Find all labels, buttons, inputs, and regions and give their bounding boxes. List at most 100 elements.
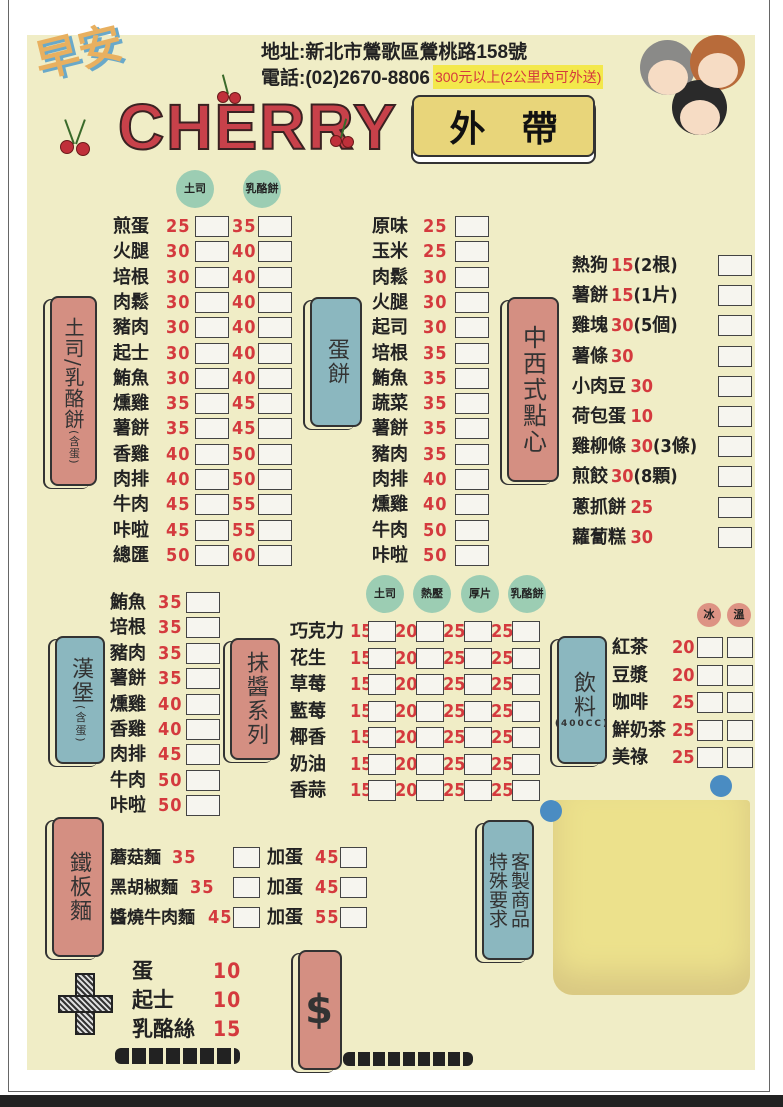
order-checkbox[interactable] (368, 621, 396, 642)
order-checkbox[interactable] (697, 692, 723, 713)
order-checkbox[interactable] (195, 216, 229, 237)
order-checkbox[interactable] (697, 719, 723, 741)
order-checkbox[interactable] (464, 621, 492, 642)
order-checkbox[interactable] (464, 780, 492, 801)
order-checkbox[interactable] (697, 664, 723, 686)
order-checkbox[interactable] (195, 469, 229, 490)
order-checkbox[interactable] (718, 406, 752, 427)
order-checkbox[interactable] (258, 291, 292, 313)
order-checkbox[interactable] (195, 266, 229, 288)
order-checkbox[interactable] (464, 753, 492, 775)
order-checkbox[interactable] (455, 367, 489, 389)
order-checkbox[interactable] (186, 744, 220, 766)
order-checkbox[interactable] (718, 345, 752, 367)
order-checkbox[interactable] (195, 367, 229, 389)
order-checkbox[interactable] (195, 393, 229, 415)
order-checkbox[interactable] (195, 418, 229, 440)
order-checkbox[interactable] (258, 342, 292, 364)
order-checkbox[interactable] (416, 753, 444, 775)
order-checkbox[interactable] (718, 315, 752, 337)
order-checkbox[interactable] (186, 795, 220, 817)
order-checkbox[interactable] (697, 747, 723, 768)
order-checkbox[interactable] (455, 544, 489, 566)
order-checkbox[interactable] (718, 466, 752, 488)
order-checkbox[interactable] (186, 592, 220, 613)
order-checkbox[interactable] (727, 637, 753, 658)
order-checkbox[interactable] (340, 877, 367, 898)
order-checkbox[interactable] (464, 674, 492, 695)
order-checkbox[interactable] (455, 519, 489, 541)
order-checkbox[interactable] (697, 637, 723, 658)
order-checkbox[interactable] (368, 753, 396, 775)
order-checkbox[interactable] (718, 496, 752, 518)
order-checkbox[interactable] (416, 780, 444, 801)
order-checkbox[interactable] (718, 526, 752, 548)
order-checkbox[interactable] (368, 674, 396, 695)
order-checkbox[interactable] (186, 642, 220, 664)
order-checkbox[interactable] (455, 494, 489, 516)
order-checkbox[interactable] (416, 727, 444, 748)
order-checkbox[interactable] (455, 342, 489, 364)
order-checkbox[interactable] (258, 494, 292, 516)
order-checkbox[interactable] (258, 519, 292, 541)
order-checkbox[interactable] (512, 700, 540, 722)
order-checkbox[interactable] (455, 443, 489, 465)
order-checkbox[interactable] (455, 266, 489, 288)
order-checkbox[interactable] (455, 216, 489, 237)
order-checkbox[interactable] (368, 727, 396, 748)
order-checkbox[interactable] (258, 393, 292, 415)
order-checkbox[interactable] (727, 719, 753, 741)
order-checkbox[interactable] (258, 367, 292, 389)
order-checkbox[interactable] (195, 544, 229, 566)
order-checkbox[interactable] (727, 747, 753, 768)
order-checkbox[interactable] (195, 317, 229, 339)
order-checkbox[interactable] (718, 255, 752, 276)
order-checkbox[interactable] (195, 241, 229, 263)
order-checkbox[interactable] (416, 647, 444, 669)
order-checkbox[interactable] (233, 877, 260, 898)
order-checkbox[interactable] (512, 753, 540, 775)
order-checkbox[interactable] (186, 617, 220, 639)
order-checkbox[interactable] (195, 291, 229, 313)
order-checkbox[interactable] (455, 317, 489, 339)
order-checkbox[interactable] (258, 418, 292, 440)
order-checkbox[interactable] (416, 621, 444, 642)
order-checkbox[interactable] (512, 621, 540, 642)
order-checkbox[interactable] (258, 241, 292, 263)
order-checkbox[interactable] (727, 664, 753, 686)
order-checkbox[interactable] (512, 727, 540, 748)
order-checkbox[interactable] (195, 494, 229, 516)
order-checkbox[interactable] (464, 727, 492, 748)
order-checkbox[interactable] (368, 647, 396, 669)
order-checkbox[interactable] (512, 780, 540, 801)
order-checkbox[interactable] (258, 469, 292, 490)
order-checkbox[interactable] (464, 647, 492, 669)
order-checkbox[interactable] (258, 216, 292, 237)
order-checkbox[interactable] (718, 375, 752, 397)
order-checkbox[interactable] (455, 241, 489, 263)
order-checkbox[interactable] (340, 847, 367, 868)
order-checkbox[interactable] (455, 469, 489, 490)
order-checkbox[interactable] (512, 674, 540, 695)
order-checkbox[interactable] (416, 674, 444, 695)
order-checkbox[interactable] (195, 342, 229, 364)
order-checkbox[interactable] (195, 519, 229, 541)
order-checkbox[interactable] (727, 692, 753, 713)
order-checkbox[interactable] (455, 291, 489, 313)
order-checkbox[interactable] (416, 700, 444, 722)
order-checkbox[interactable] (186, 769, 220, 791)
order-checkbox[interactable] (455, 418, 489, 440)
order-checkbox[interactable] (258, 443, 292, 465)
order-checkbox[interactable] (233, 847, 260, 868)
order-checkbox[interactable] (233, 907, 260, 928)
order-checkbox[interactable] (186, 719, 220, 740)
order-checkbox[interactable] (186, 693, 220, 715)
order-checkbox[interactable] (340, 907, 367, 928)
order-checkbox[interactable] (186, 668, 220, 690)
order-checkbox[interactable] (718, 436, 752, 458)
order-checkbox[interactable] (258, 266, 292, 288)
order-checkbox[interactable] (368, 700, 396, 722)
order-checkbox[interactable] (258, 317, 292, 339)
order-checkbox[interactable] (718, 285, 752, 307)
order-checkbox[interactable] (368, 780, 396, 801)
